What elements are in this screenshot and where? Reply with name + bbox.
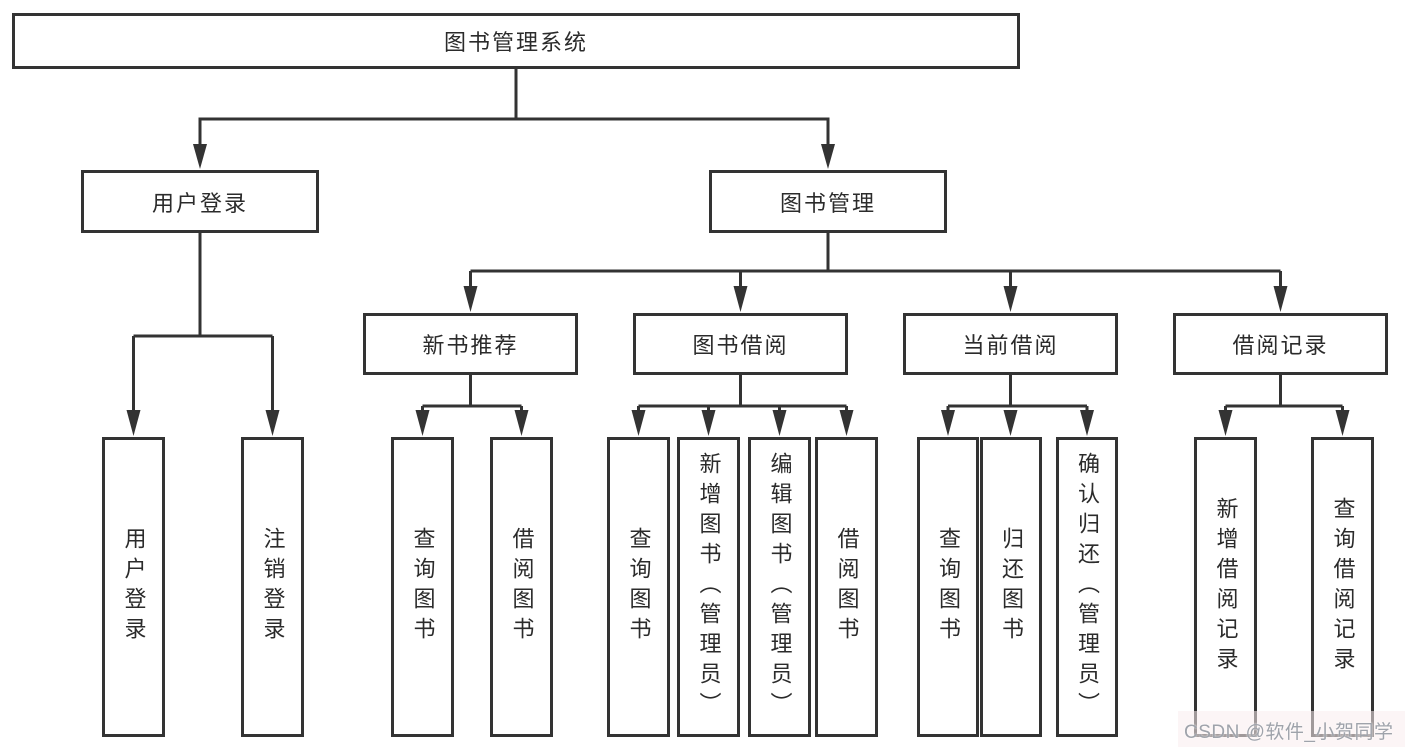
connector-book-mgmt-to-level3 bbox=[469, 233, 1282, 287]
connector-root-to-level2 bbox=[198, 68, 830, 145]
watermark-background bbox=[1178, 711, 1405, 747]
arrowhead bbox=[1003, 410, 1018, 436]
connector-book-borrow-to-leaves bbox=[637, 375, 848, 411]
arrowhead bbox=[733, 286, 748, 312]
leaf-records-query: 查询借阅记录 bbox=[1311, 437, 1374, 737]
leaf-borrow-query: 查询图书 bbox=[607, 437, 670, 737]
leaf-borrow-borrow: 借阅图书 bbox=[815, 437, 878, 737]
arrowhead bbox=[1335, 410, 1350, 436]
arrowhead bbox=[821, 144, 835, 169]
node-borrow-records: 借阅记录 bbox=[1173, 313, 1388, 375]
arrowhead bbox=[1218, 410, 1233, 436]
connector-user-login-to-leaves bbox=[132, 233, 274, 411]
node-current-borrow: 当前借阅 bbox=[903, 313, 1118, 375]
arrowhead bbox=[193, 144, 207, 169]
leaf-borrow-add-admin: 新增图书（管理员） bbox=[677, 437, 740, 737]
arrowhead bbox=[631, 410, 646, 436]
arrowhead bbox=[1273, 286, 1288, 312]
leaf-user-login: 用户登录 bbox=[102, 437, 165, 737]
arrowhead bbox=[839, 410, 854, 436]
leaf-new-books-query: 查询图书 bbox=[391, 437, 454, 737]
arrowhead bbox=[941, 410, 955, 436]
arrowhead bbox=[772, 410, 787, 436]
leaf-borrow-edit-admin: 编辑图书（管理员） bbox=[748, 437, 811, 737]
leaf-records-add: 新增借阅记录 bbox=[1194, 437, 1257, 737]
node-book-management: 图书管理 bbox=[709, 170, 947, 233]
watermark-text: CSDN @软件_小贺同学 bbox=[1184, 722, 1394, 743]
connector-current-borrow-to-leaves bbox=[946, 375, 1089, 411]
arrowhead bbox=[1003, 286, 1018, 312]
leaf-current-return: 归还图书 bbox=[980, 437, 1042, 737]
leaf-current-query: 查询图书 bbox=[917, 437, 979, 737]
arrowhead bbox=[463, 286, 478, 312]
arrowhead bbox=[701, 410, 716, 436]
arrowhead bbox=[265, 410, 280, 436]
arrowhead bbox=[126, 410, 141, 436]
arrowhead bbox=[1080, 410, 1094, 436]
arrowhead bbox=[514, 410, 529, 436]
leaf-new-books-borrow: 借阅图书 bbox=[490, 437, 553, 737]
connector-new-books-to-leaves bbox=[421, 375, 523, 411]
leaf-logout: 注销登录 bbox=[241, 437, 304, 737]
leaf-current-confirm-admin: 确认归还（管理员） bbox=[1056, 437, 1118, 737]
node-root-system: 图书管理系统 bbox=[12, 13, 1020, 69]
node-new-book-recommend: 新书推荐 bbox=[363, 313, 578, 375]
node-user-login: 用户登录 bbox=[81, 170, 319, 233]
arrowhead bbox=[415, 410, 430, 436]
connector-borrow-records-to-leaves bbox=[1224, 375, 1344, 411]
node-book-borrow: 图书借阅 bbox=[633, 313, 848, 375]
